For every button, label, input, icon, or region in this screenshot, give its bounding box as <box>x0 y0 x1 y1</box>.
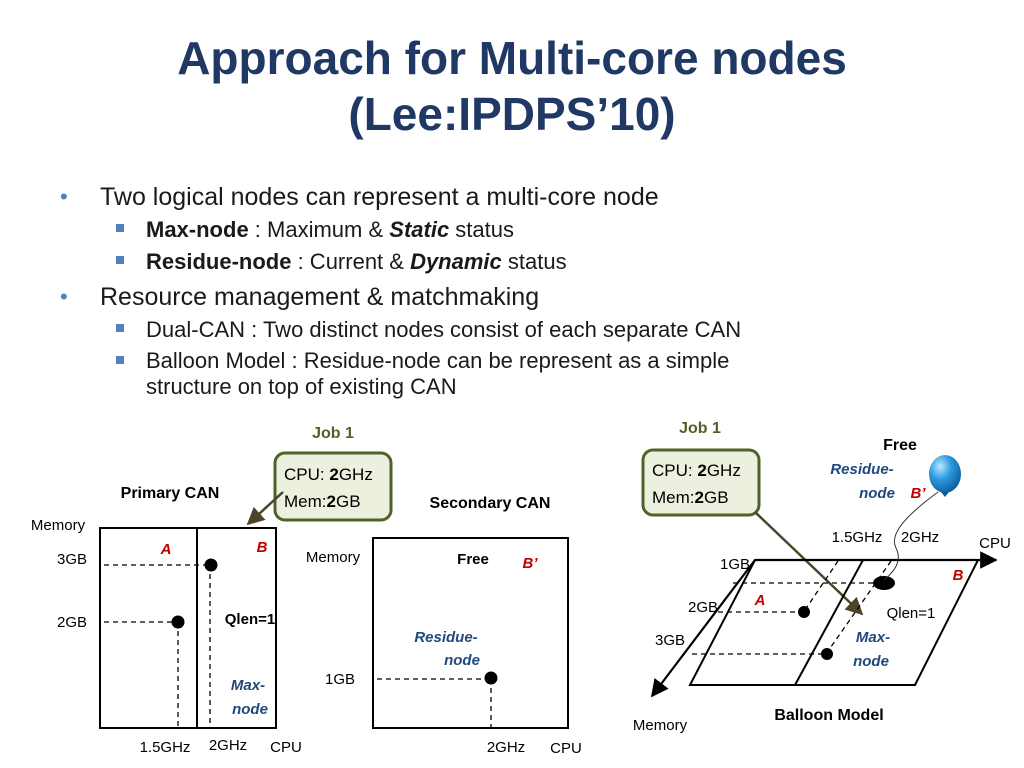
secondary-y-tick-1gb: 1GB <box>325 671 355 688</box>
balloon-node-a-point <box>798 606 810 618</box>
primary-x-tick-2ghz: 2GHz <box>209 737 247 754</box>
balloon-residue-node-point <box>873 576 895 590</box>
primary-can-diagram: Primary CAN Memory A B 3GB 2GB Qlen=1 Ma… <box>31 485 302 756</box>
bullet-dot-icon: • <box>60 184 68 209</box>
secondary-free-label: Free <box>457 551 489 568</box>
job1-left-cpu: CPU: 2GHz <box>284 465 373 484</box>
balloon-x-tick-2ghz: 2GHz <box>901 529 939 546</box>
primary-can-frame <box>99 527 277 729</box>
secondary-y-axis-label: Memory <box>306 549 361 566</box>
balloon-model-diagram: Free Residue- node B’ 1.5GHz 2GHz CPU 1G… <box>633 437 1011 734</box>
balloon-icon <box>929 455 961 493</box>
job1-right-arrow <box>754 511 864 616</box>
balloon-zone-b-label: B <box>953 567 964 584</box>
job1-right-callout: Job 1 CPU: 2GHz Mem:2GB <box>641 420 864 616</box>
balloon-residue-node-label-line-1: Residue- <box>830 461 893 478</box>
secondary-x-axis-label: CPU <box>550 740 582 757</box>
max-node-end: status <box>449 217 514 242</box>
square-bullet-icon <box>116 224 124 232</box>
balloon-guide-15ghz <box>802 560 839 614</box>
balloon-zone-divider <box>794 559 864 686</box>
primary-max-node-point <box>204 558 218 572</box>
primary-max-node-label-line-1: Max- <box>231 677 265 694</box>
primary-zone-b-label: B <box>257 539 268 556</box>
bullet-list: • Two logical nodes can represent a mult… <box>60 180 960 404</box>
balloon-bprime-label: B’ <box>911 485 927 502</box>
primary-zone-a-label: A <box>160 541 172 558</box>
secondary-residue-node-label-line-1: Residue- <box>414 629 477 646</box>
square-bullet-icon <box>116 256 124 264</box>
balloon-model-title: Balloon Model <box>774 707 883 724</box>
balloon-memory-axis-label: Memory <box>633 717 688 734</box>
job1-right-mem: Mem:2GB <box>652 488 729 507</box>
balloon-y-tick-1gb: 1GB <box>720 556 750 573</box>
primary-qlen-label: Qlen=1 <box>225 611 275 628</box>
job1-right-box <box>641 448 761 517</box>
bullet-text: Resource management & matchmaking <box>100 283 540 311</box>
balloon-free-label: Free <box>883 437 917 454</box>
balloon-model-text-line-2: structure on top of existing CAN <box>146 374 457 399</box>
square-bullet-icon <box>116 324 124 332</box>
subbullet-dual-can: Dual-CAN : Two distinct nodes consist of… <box>60 316 960 344</box>
balloon-string <box>883 491 939 581</box>
secondary-x-tick-2ghz: 2GHz <box>487 739 525 756</box>
dynamic-term: Dynamic <box>410 249 502 274</box>
max-node-mid: : Maximum & <box>248 217 390 242</box>
balloon-can-plane <box>688 559 980 686</box>
max-node-term: Max-node <box>146 217 249 242</box>
balloon-model-text-line-1: Balloon Model : Residue-node can be repr… <box>146 348 730 373</box>
balloon-max-node-point <box>821 648 833 660</box>
static-term: Static <box>389 217 450 242</box>
primary-node-a-point <box>171 615 185 629</box>
title-line-2: (Lee:IPDPS’10) <box>348 88 676 140</box>
bullet-dot-icon: • <box>60 284 68 309</box>
balloon-cpu-axis-label: CPU <box>979 535 1011 552</box>
secondary-bprime-label: B’ <box>523 555 539 572</box>
primary-can-title: Primary CAN <box>121 485 220 502</box>
balloon-y-tick-3gb: 3GB <box>655 632 685 649</box>
job1-left-callout: Job 1 CPU: 2GHz Mem:2GB <box>246 425 393 526</box>
balloon-x-tick-15ghz: 1.5GHz <box>832 529 883 546</box>
job1-right-cpu: CPU: 2GHz <box>652 461 741 480</box>
subbullet-max-node: Max-node : Maximum & Static status <box>60 216 960 244</box>
primary-x-tick-15ghz: 1.5GHz <box>140 739 191 756</box>
title-line-1: Approach for Multi-core nodes <box>177 32 847 84</box>
secondary-residue-node-point <box>484 671 498 685</box>
balloon-qlen-label: Qlen=1 <box>887 605 936 622</box>
bullet-text: Two logical nodes can represent a multi-… <box>100 183 659 211</box>
secondary-can-title: Secondary CAN <box>430 495 551 512</box>
primary-x-axis-label: CPU <box>270 739 302 756</box>
balloon-y-tick-2gb: 2GB <box>688 599 718 616</box>
primary-y-axis-label: Memory <box>31 517 86 534</box>
bullet-resource-management: • Resource management & matchmaking <box>60 280 960 314</box>
primary-y-tick-2gb: 2GB <box>57 614 87 631</box>
primary-y-tick-3gb: 3GB <box>57 551 87 568</box>
job1-left-label: Job 1 <box>312 425 354 442</box>
balloon-memory-axis <box>650 559 756 698</box>
residue-node-mid: : Current & <box>291 249 411 274</box>
balloon-knot-icon <box>941 492 949 497</box>
job1-left-arrow <box>246 491 284 526</box>
secondary-can-frame <box>372 537 569 729</box>
slide-title: Approach for Multi-core nodes (Lee:IPDPS… <box>0 30 1024 142</box>
residue-node-term: Residue-node <box>146 249 292 274</box>
primary-max-node-label-line-2: node <box>232 701 268 718</box>
subbullet-residue-node: Residue-node : Current & Dynamic status <box>60 248 960 276</box>
balloon-max-node-label-line-1: Max- <box>856 629 890 646</box>
secondary-can-diagram: Secondary CAN Memory Free B’ Residue- no… <box>306 495 582 757</box>
dual-can-text: Dual-CAN : Two distinct nodes consist of… <box>146 317 742 342</box>
balloon-zone-a-label: A <box>754 592 766 609</box>
job1-left-mem: Mem:2GB <box>284 492 361 511</box>
balloon-residue-node-label-line-2: node <box>859 485 895 502</box>
secondary-residue-node-label-line-2: node <box>444 652 480 669</box>
subbullet-balloon-model: Balloon Model : Residue-node can be repr… <box>60 348 960 400</box>
job1-right-label: Job 1 <box>679 420 721 437</box>
square-bullet-icon <box>116 356 124 364</box>
balloon-max-node-label-line-2: node <box>853 653 889 670</box>
bullet-logical-nodes: • Two logical nodes can represent a mult… <box>60 180 960 214</box>
residue-node-end: status <box>501 249 567 274</box>
job1-left-box <box>273 451 393 522</box>
